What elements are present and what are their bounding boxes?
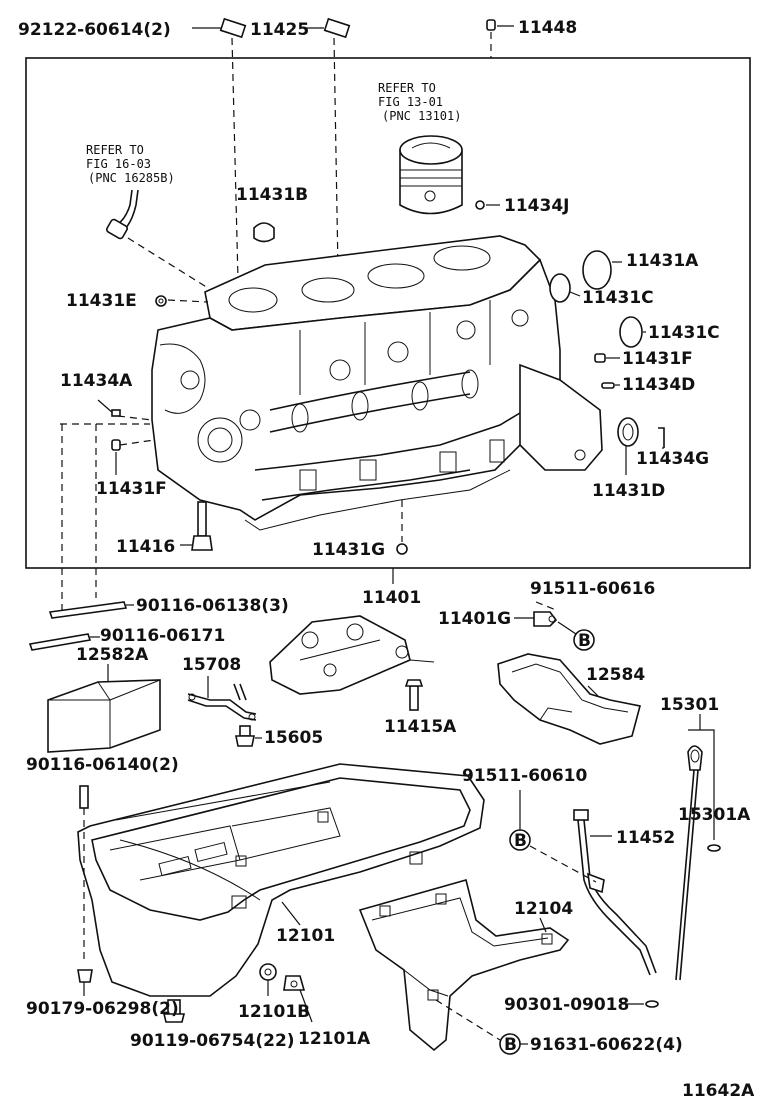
plug-11431C-1 [549,273,581,303]
drain-plug-12101A [283,975,313,1023]
part-label: 90116-06171 [100,626,225,646]
part-label: 11401G [438,609,511,629]
seal-11431D [617,417,639,475]
part-label: 11434A [60,371,133,391]
part-label: 15301 [660,695,719,715]
stiffener-12582A [47,664,161,753]
gasket-12101B [259,963,277,996]
plug-11434J [475,200,500,210]
part-label: 15301A [678,805,751,825]
pin-11434G [658,427,665,449]
part-label: 11425 [250,20,309,40]
part-label: 11401 [362,588,421,608]
plug-11431F-1 [594,353,620,363]
sensor-15605 [235,725,262,747]
oil-strainer-icon [269,615,435,695]
stud-11425 [304,17,351,271]
callout-b-3: B [499,1033,528,1055]
cylinder-block-icon [151,235,603,531]
part-label: 90179-06298(2) [26,999,179,1019]
plug-11431E [155,295,209,307]
part-label: 15605 [264,728,323,748]
part-label: 11416 [116,537,175,557]
part-label: 11431G [312,540,385,560]
reference-note-16-03: REFER TO FIG 16-03 (PNC 16285B) [86,143,175,185]
part-label: 12101B [238,1002,310,1022]
ref-line3: (PNC 13101) [382,109,461,123]
part-label: 11431F [96,479,167,499]
plug-11431G [396,500,408,555]
part-label: 90116-06140(2) [26,755,179,775]
part-label: 11434J [504,196,569,216]
oil-pan-no2-12104 [358,879,570,1052]
o-ring-15301A [707,844,721,852]
plug-11431B [253,222,275,243]
part-label: 11452 [616,828,675,848]
part-label: 11431F [622,349,693,369]
part-label: 11434G [636,449,709,469]
part-label: 92122-60614(2) [18,20,171,40]
stud-90116-06140 [79,785,89,960]
ref-line1: REFER TO [378,81,436,95]
bracket-15708 [187,676,257,721]
stud-92122 [192,17,247,281]
sensor-11401G [514,601,558,627]
baffle-plate-12584 [497,653,641,745]
diagram-code: 11642A [682,1081,755,1101]
part-label: 11431A [626,251,699,271]
part-label: 91511-60610 [462,766,588,786]
plug-11431A [582,250,622,290]
callout-b-1: B [557,621,595,651]
stud-90116-06171 [28,633,100,651]
plug-11448 [486,19,514,58]
part-label: 12101A [298,1029,371,1049]
ref-line2: FIG 13-01 [378,95,443,109]
callout-b-text: B [514,831,527,851]
engine-block-frame [25,57,751,569]
part-label: 15708 [182,655,241,675]
ref-line1: REFER TO [86,143,144,157]
part-label: 91511-60616 [530,579,655,599]
part-label: 11431C [648,323,720,343]
callout-b-text: B [578,631,591,651]
part-label: 12584 [586,665,645,685]
callout-b-text: B [504,1035,517,1055]
part-label: 12101 [276,926,335,946]
stud-90116-06138 [48,601,134,619]
part-label: 11434D [622,375,695,395]
bolt-11416 [180,501,213,551]
bolt-90119 [162,999,186,1023]
part-label: 90301-09018 [504,995,629,1015]
part-label: 11431D [592,481,665,501]
oil-pan-12101 [77,763,485,997]
part-label: 11448 [518,18,577,38]
reference-note-13-01: REFER TO FIG 13-01 (PNC 13101) [378,81,461,123]
part-label: 11431C [582,288,654,308]
part-label: 11415A [384,717,457,737]
part-label: 11431B [236,185,308,205]
part-label: 11431E [66,291,137,311]
ref-line2: FIG 16-03 [86,157,151,171]
washer-90301 [622,1000,659,1008]
bolt-11415A [404,679,424,711]
drain-plug-90179 [77,969,93,996]
callout-b-2: B [509,790,597,883]
part-label: 90116-06138(3) [136,596,289,616]
part-label: 12104 [514,899,573,919]
ref-line3: (PNC 16285B) [88,171,175,185]
dipstick-15301 [675,714,715,981]
part-label: 12582A [76,645,149,665]
part-label: 91631-60622(4) [530,1035,683,1055]
pin-11434A [60,399,153,425]
piston-icon [399,135,463,215]
oil-pipe-icon [106,189,209,289]
plug-11431C-2 [619,316,646,348]
plug-11431F-2 [111,439,155,475]
pin-11434D [601,382,620,389]
part-label: 90119-06754(22) [130,1031,295,1051]
dipstick-guide-11452 [573,809,657,976]
